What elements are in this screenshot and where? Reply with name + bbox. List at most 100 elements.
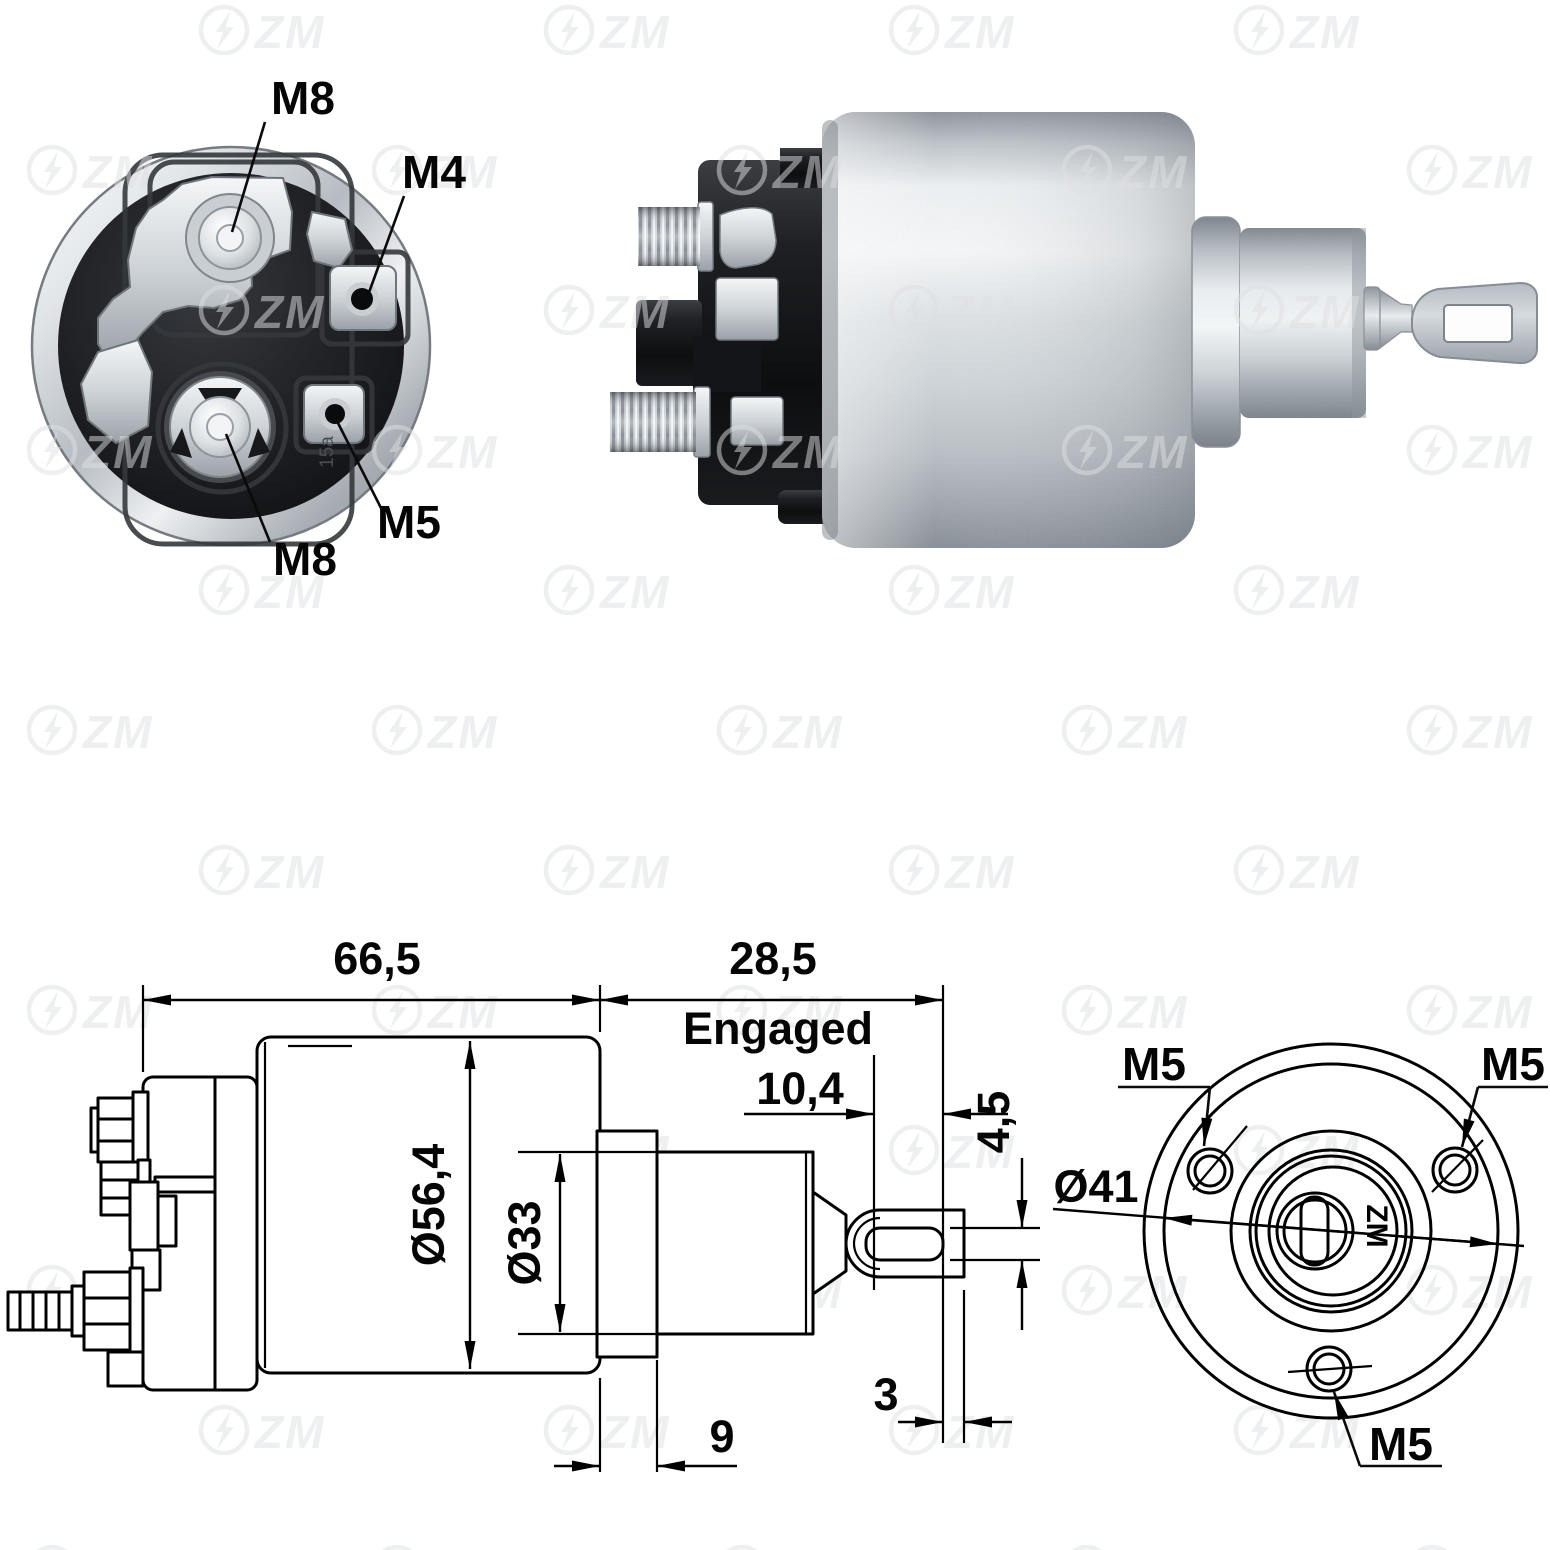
zm-watermark: ZM (1406, 704, 1533, 758)
watermark-text: ZM (426, 706, 498, 758)
zm-logo-icon (543, 4, 595, 56)
watermark-text: ZM (598, 6, 670, 58)
watermark-text: ZM (771, 1546, 843, 1550)
watermark-text: ZM (81, 706, 153, 758)
label-engaged: Engaged (683, 1003, 873, 1054)
lightning-icon (216, 11, 234, 49)
zm-logo-icon (1406, 704, 1458, 756)
lightning-icon (561, 11, 579, 49)
dim-fork-tip-offset: 3 (873, 1369, 898, 1420)
watermark-text: ZM (1461, 706, 1533, 758)
molded-marking-15a: 15a (317, 436, 338, 468)
zm-watermark: ZM (716, 704, 843, 758)
watermark-text: ZM (1461, 1546, 1533, 1550)
zm-logo-icon (371, 704, 423, 756)
lightning-icon (561, 291, 579, 329)
lightning-icon (906, 571, 924, 609)
front-outline: ZM (1142, 1042, 1520, 1420)
lightning-icon (906, 11, 924, 49)
watermark-text: ZM (1116, 706, 1188, 758)
front-view-drawing: ZM Ø41 M5 (1052, 1038, 1548, 1470)
watermark-text: ZM (1116, 1546, 1188, 1550)
zm-watermark: ZM (1233, 4, 1360, 58)
side-photo-art (610, 112, 1538, 548)
dim-flange-width: 9 (709, 1411, 734, 1462)
label-m5-top-right: M5 (1481, 1038, 1545, 1090)
watermark-text: ZM (771, 706, 843, 758)
watermark-text: ZM (1288, 566, 1360, 618)
watermark-text: ZM (598, 846, 670, 898)
zm-watermark: ZM (888, 4, 1015, 58)
zm-logo-icon (888, 844, 940, 896)
dim-front-diameter: Ø33 (499, 1200, 550, 1285)
lightning-icon (1251, 571, 1269, 609)
dim-engaged-travel: 10,4 (756, 1063, 844, 1114)
zm-logo-icon (716, 704, 768, 756)
lightning-icon (389, 711, 407, 749)
zm-logo-icon (888, 4, 940, 56)
zm-logo-icon (26, 704, 78, 756)
zm-logo-icon (1233, 564, 1285, 616)
lightning-icon (734, 711, 752, 749)
zm-logo-icon (543, 564, 595, 616)
label-m5-top-left: M5 (1122, 1038, 1186, 1090)
zm-logo-icon (1061, 704, 1113, 756)
watermark-text: ZM (81, 1546, 153, 1550)
watermark-text: ZM (943, 566, 1015, 618)
watermark-text: ZM (253, 846, 325, 898)
zm-watermark: ZM (543, 564, 670, 618)
lightning-icon (216, 851, 234, 889)
lightning-icon (1251, 11, 1269, 49)
dim-front-length: 28,5 (729, 933, 817, 984)
dim-body-length: 66,5 (333, 933, 421, 984)
zm-watermark: ZM (543, 844, 670, 898)
dim-bolt-circle: Ø41 (1053, 1161, 1138, 1212)
solenoid-back-photo: 15a (30, 145, 432, 547)
zm-watermark: ZM (1233, 844, 1360, 898)
lightning-icon (1424, 711, 1442, 749)
rear-terminal-assembly (6, 1075, 259, 1392)
side-dimensions: 66,5 28,5 Engaged 10,4 Ø56,4 Ø33 4,5 (141, 933, 1040, 1472)
zm-watermark: ZM (1071, 1544, 1188, 1550)
side-view-drawing: 66,5 28,5 Engaged 10,4 Ø56,4 Ø33 4,5 (6, 933, 1040, 1472)
zm-watermark: ZM (198, 844, 325, 898)
solenoid-side-photo (610, 112, 1538, 548)
label-m5-bottom: M5 (1369, 1418, 1433, 1470)
zm-watermark: ZM (36, 1544, 153, 1550)
dim-body-diameter: Ø56,4 (403, 1144, 454, 1267)
zm-watermark: ZM (543, 4, 670, 58)
zm-watermark: ZM (26, 704, 153, 758)
zm-watermark: ZM (1061, 704, 1188, 758)
lightning-icon (561, 571, 579, 609)
zm-watermark: ZM (888, 564, 1015, 618)
lightning-icon (44, 711, 62, 749)
dim-fork-slot-height: 4,5 (968, 1091, 1019, 1154)
zm-logo-icon (198, 844, 250, 896)
front-dimensions: Ø41 M5 M5 M5 (1052, 1038, 1548, 1470)
zm-watermark: ZM (198, 4, 325, 58)
zm-logo-icon (1233, 4, 1285, 56)
hub-marking-zm: ZM (1360, 1204, 1393, 1247)
zm-logo-icon (198, 4, 250, 56)
zm-logo-icon (543, 844, 595, 896)
zm-watermark: ZM (371, 704, 498, 758)
zm-watermark: ZM (381, 1544, 498, 1550)
zm-watermark: ZM (1233, 564, 1360, 618)
watermark-text: ZM (943, 846, 1015, 898)
watermark-text: ZM (426, 1546, 498, 1550)
zm-logo-icon (888, 564, 940, 616)
lightning-icon (1079, 711, 1097, 749)
zm-logo-icon (543, 284, 595, 336)
zm-watermark: ZM (888, 844, 1015, 898)
lightning-icon (906, 851, 924, 889)
watermark-text: ZM (253, 6, 325, 58)
back-photo-art: 15a (30, 145, 432, 547)
zm-watermark: ZM (726, 1544, 843, 1550)
lightning-icon (1251, 851, 1269, 889)
watermark-text: ZM (1288, 6, 1360, 58)
watermark-text: ZM (943, 6, 1015, 58)
watermark-text: ZM (1288, 846, 1360, 898)
zm-logo-icon (1233, 844, 1285, 896)
watermark-text: ZM (598, 566, 670, 618)
